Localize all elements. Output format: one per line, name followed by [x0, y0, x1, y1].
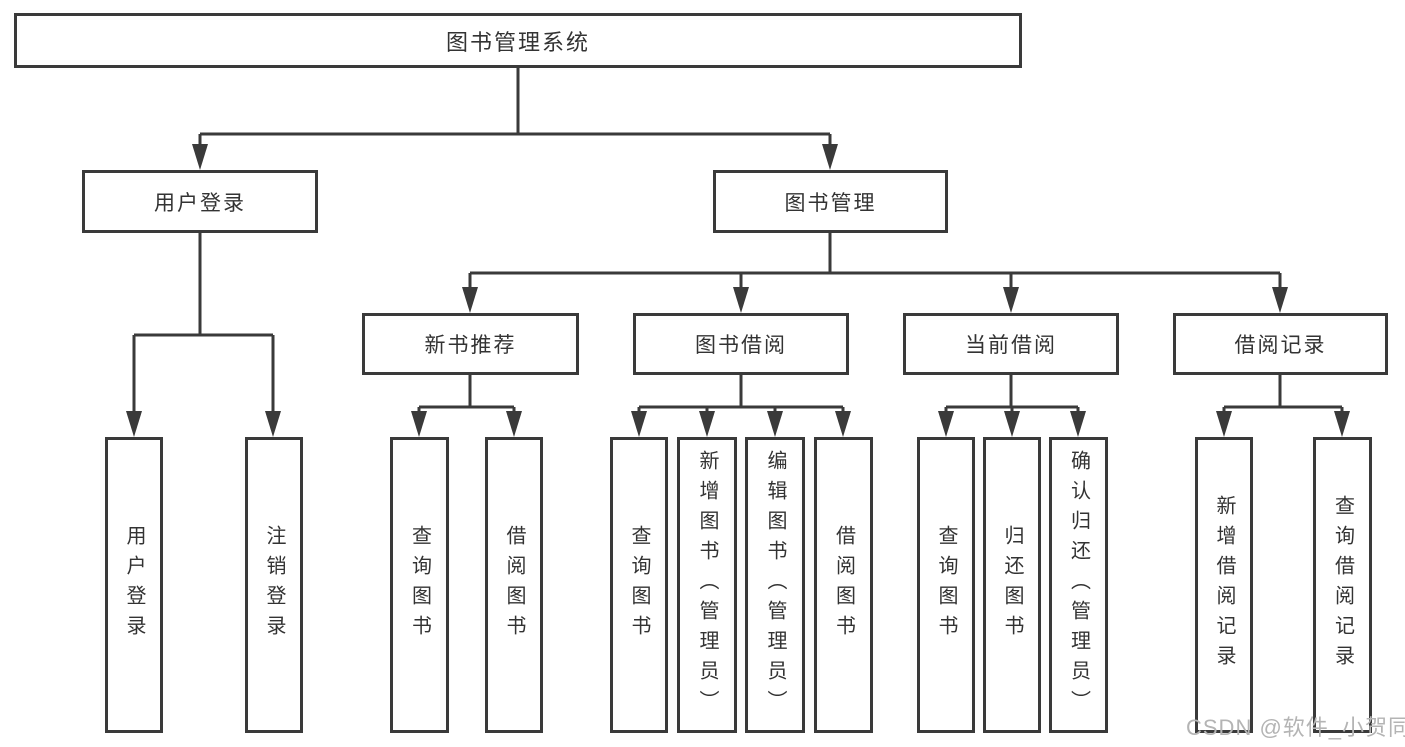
- csdn-watermark: CSDN @软件_小贺同学: [1186, 715, 1405, 740]
- leaf-rec-query-books: 查询图书: [390, 437, 449, 733]
- leaf-logout-label: 注销登录: [263, 525, 285, 645]
- leaf-bb-query-books-label: 查询图书: [628, 525, 650, 645]
- leaf-cb-return-books: 归还图书: [983, 437, 1041, 733]
- leaf-bb-query-books: 查询图书: [610, 437, 668, 733]
- leaf-cb-confirm-return-admin: 确认归还（管理员）: [1049, 437, 1108, 733]
- leaf-rec-borrow-books-label: 借阅图书: [503, 525, 525, 645]
- leaf-br-query-record-label: 查询借阅记录: [1331, 495, 1354, 675]
- node-current-borrowing: 当前借阅: [903, 313, 1119, 375]
- node-book-borrowing: 图书借阅: [633, 313, 849, 375]
- connector-paths: [132, 68, 1344, 419]
- leaf-br-add-record-label: 新增借阅记录: [1213, 495, 1235, 675]
- node-user-login: 用户登录: [82, 170, 318, 233]
- leaf-cb-return-books-label: 归还图书: [1001, 525, 1023, 645]
- leaf-bb-add-books-admin: 新增图书（管理员）: [677, 437, 737, 733]
- leaf-cb-query-books-label: 查询图书: [935, 525, 957, 645]
- leaf-user-login-label: 用户登录: [123, 525, 145, 645]
- leaf-bb-add-books-admin-label: 新增图书（管理员）: [696, 450, 718, 720]
- node-new-book-recommend: 新书推荐: [362, 313, 579, 375]
- leaf-bb-edit-books-admin-label: 编辑图书（管理员）: [764, 450, 786, 720]
- leaf-cb-query-books: 查询图书: [917, 437, 975, 733]
- node-system-root: 图书管理系统: [14, 13, 1022, 68]
- leaf-br-add-record: 新增借阅记录: [1195, 437, 1253, 733]
- leaf-rec-borrow-books: 借阅图书: [485, 437, 543, 733]
- leaf-logout: 注销登录: [245, 437, 303, 733]
- node-book-management: 图书管理: [713, 170, 948, 233]
- leaf-bb-borrow-books-label: 借阅图书: [832, 525, 855, 645]
- leaf-rec-query-books-label: 查询图书: [408, 525, 431, 645]
- leaf-br-query-record: 查询借阅记录: [1313, 437, 1372, 733]
- leaf-user-login: 用户登录: [105, 437, 163, 733]
- leaf-cb-confirm-return-admin-label: 确认归还（管理员）: [1067, 450, 1090, 720]
- arrowheads: [126, 144, 1350, 437]
- leaf-bb-edit-books-admin: 编辑图书（管理员）: [745, 437, 805, 733]
- node-borrowing-records: 借阅记录: [1173, 313, 1388, 375]
- leaf-bb-borrow-books: 借阅图书: [814, 437, 873, 733]
